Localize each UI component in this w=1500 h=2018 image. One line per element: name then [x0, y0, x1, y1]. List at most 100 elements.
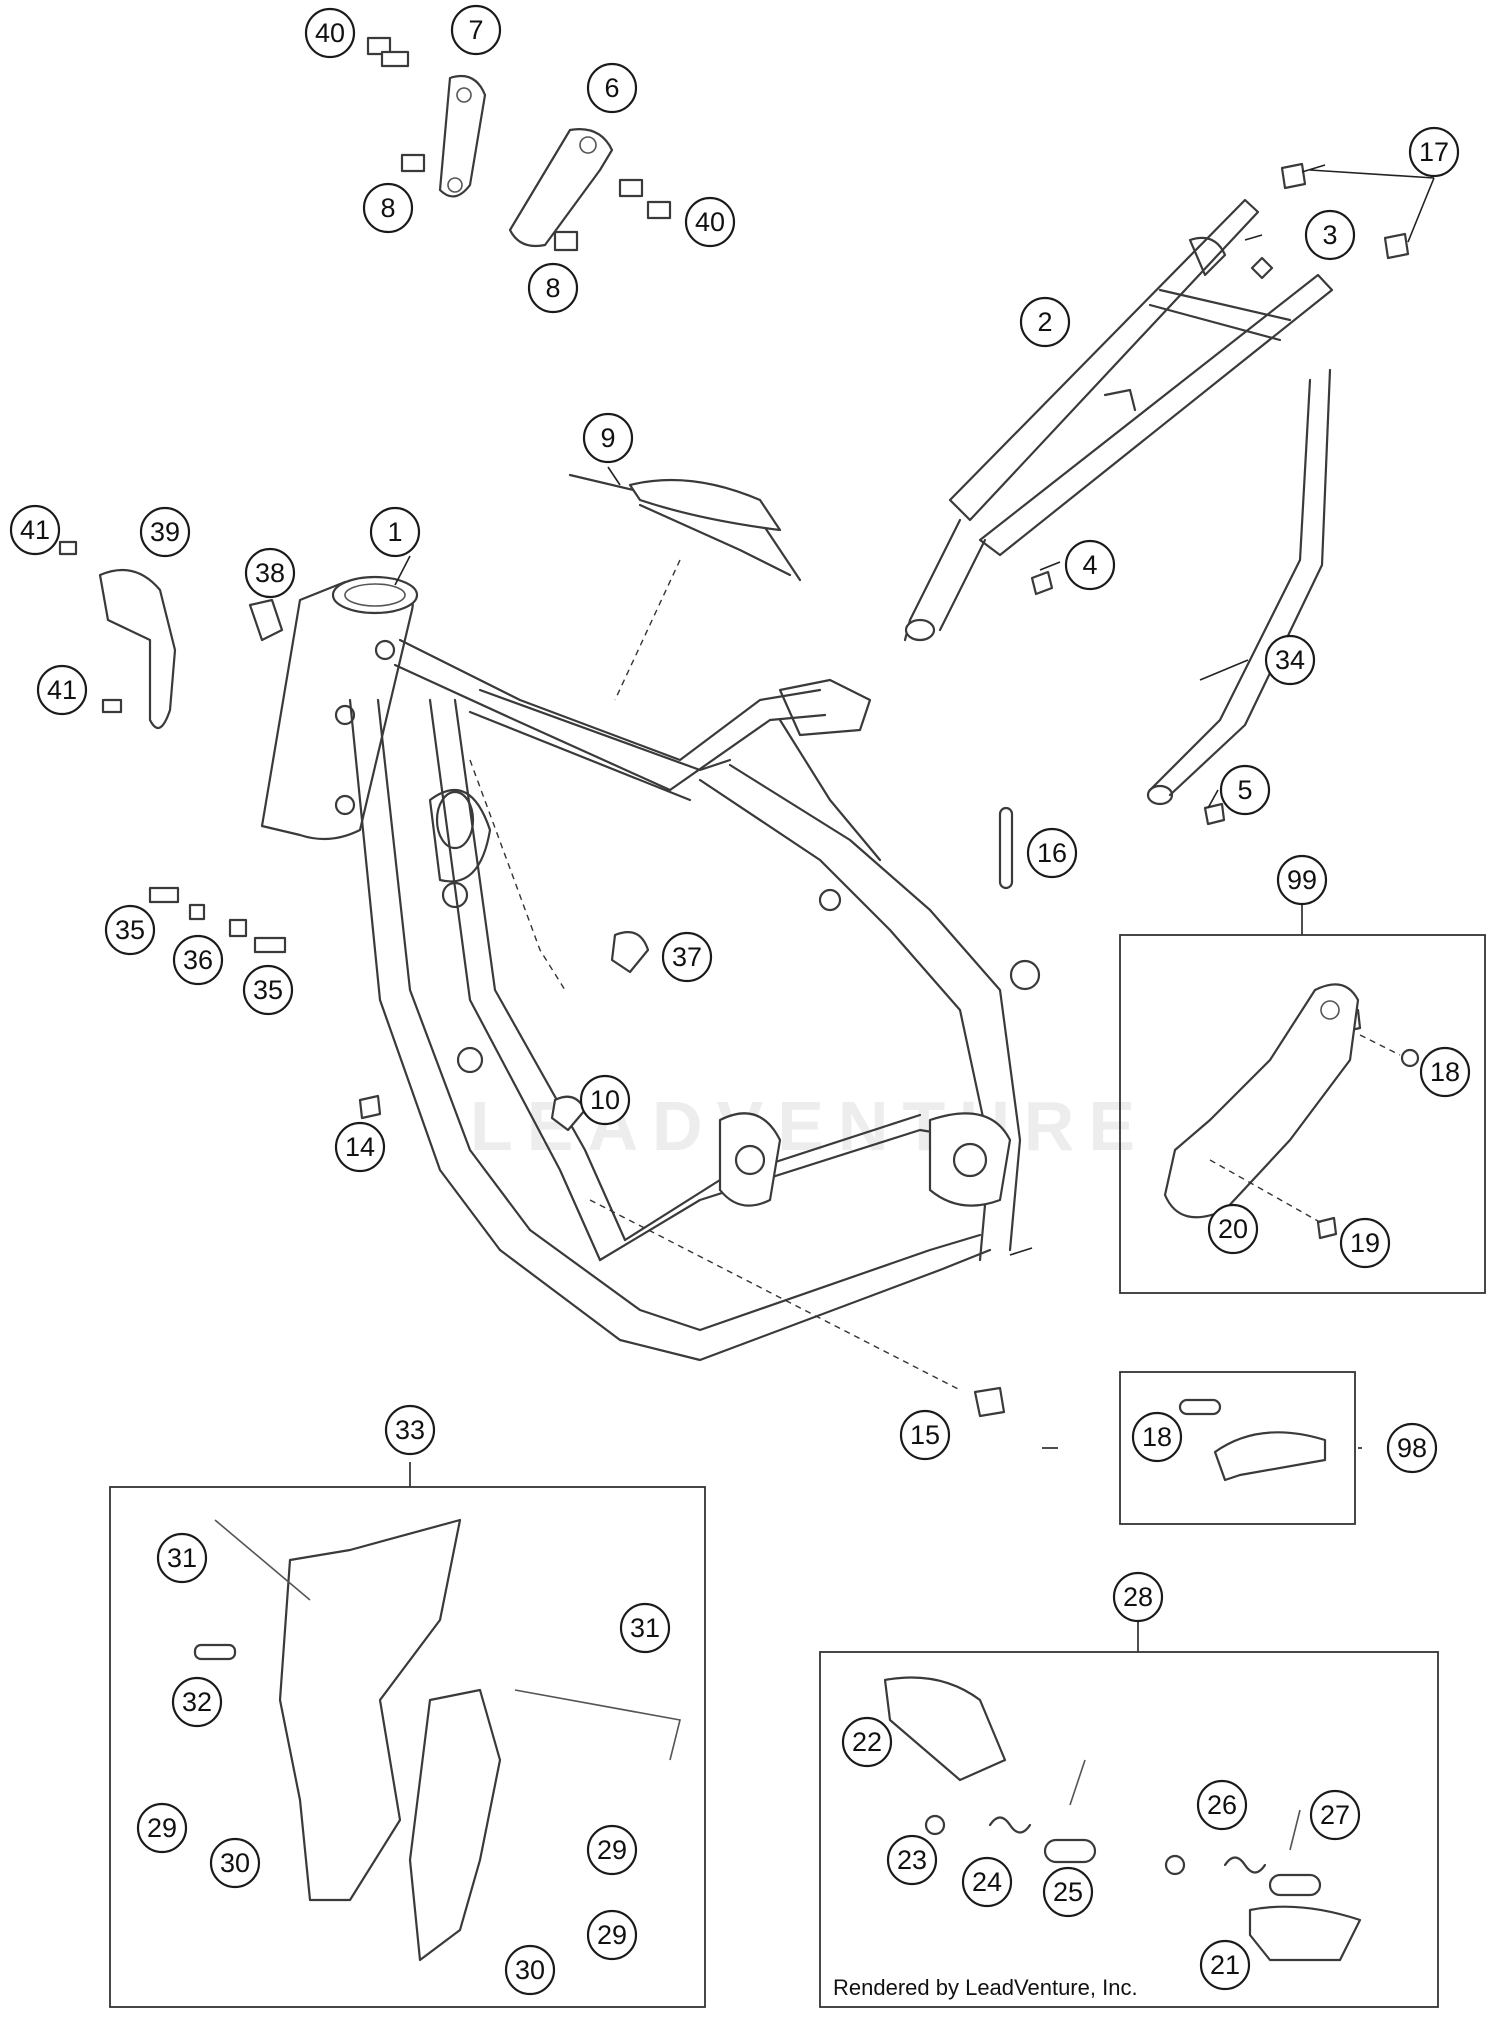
svg-text:7: 7	[468, 15, 483, 45]
callout-21: 21	[1199, 1939, 1251, 1991]
svg-text:26: 26	[1207, 1790, 1237, 1820]
callout-22: 22	[841, 1716, 893, 1768]
frame-guard-parts	[193, 1518, 681, 1962]
rear-subframe	[903, 198, 1334, 806]
callout-7: 7	[450, 4, 502, 56]
svg-text:27: 27	[1320, 1800, 1350, 1830]
callout-19: 19	[1339, 1217, 1391, 1269]
callout-31a: 31	[156, 1532, 208, 1584]
callout-20: 20	[1207, 1203, 1259, 1255]
callout-17: 17	[1408, 126, 1460, 178]
svg-text:1: 1	[387, 517, 402, 547]
main-frame	[260, 575, 1041, 1362]
svg-text:30: 30	[515, 1955, 545, 1985]
callout-32: 32	[171, 1676, 223, 1728]
svg-text:23: 23	[897, 1845, 927, 1875]
svg-text:4: 4	[1082, 550, 1097, 580]
svg-text:35: 35	[115, 915, 145, 945]
callout-35b: 35	[242, 964, 294, 1016]
callout-30b: 30	[504, 1944, 556, 1996]
svg-text:35: 35	[253, 975, 283, 1005]
side-stand-part	[1163, 983, 1420, 1226]
callout-26: 26	[1196, 1779, 1248, 1831]
callout-25: 25	[1042, 1866, 1094, 1918]
svg-text:33: 33	[395, 1415, 425, 1445]
svg-text:2: 2	[1037, 307, 1052, 337]
svg-text:6: 6	[604, 73, 619, 103]
svg-text:41: 41	[20, 515, 50, 545]
callout-6: 6	[586, 62, 638, 114]
svg-text:18: 18	[1142, 1422, 1172, 1452]
callout-39: 39	[139, 506, 191, 558]
svg-text:25: 25	[1053, 1877, 1083, 1907]
callout-98: 98	[1386, 1422, 1438, 1474]
callout-41b: 41	[36, 664, 88, 716]
callout-16: 16	[1026, 827, 1078, 879]
svg-text:18: 18	[1430, 1057, 1460, 1087]
svg-text:36: 36	[183, 945, 213, 975]
callout-29a: 29	[136, 1802, 188, 1854]
callout-5: 5	[1219, 764, 1271, 816]
chain-guide-part	[568, 473, 802, 582]
svg-text:24: 24	[972, 1867, 1002, 1897]
svg-text:28: 28	[1123, 1582, 1153, 1612]
svg-text:37: 37	[672, 942, 702, 972]
callout-30a: 30	[209, 1837, 261, 1889]
callout-33: 33	[384, 1404, 436, 1456]
svg-text:34: 34	[1275, 645, 1305, 675]
svg-text:98: 98	[1397, 1433, 1427, 1463]
kit-33-box	[109, 1486, 706, 2008]
svg-text:19: 19	[1350, 1228, 1380, 1258]
svg-text:40: 40	[695, 207, 725, 237]
callout-40a: 40	[304, 7, 356, 59]
svg-text:15: 15	[910, 1420, 940, 1450]
svg-text:29: 29	[597, 1835, 627, 1865]
svg-text:20: 20	[1218, 1214, 1248, 1244]
footpeg-parts	[883, 1676, 1362, 1962]
svg-text:14: 14	[345, 1132, 375, 1162]
svg-text:29: 29	[597, 1920, 627, 1950]
svg-text:30: 30	[220, 1848, 250, 1878]
svg-text:9: 9	[600, 423, 615, 453]
svg-text:39: 39	[150, 517, 180, 547]
callout-23: 23	[886, 1834, 938, 1886]
callout-10: 10	[579, 1074, 631, 1126]
callout-27: 27	[1309, 1789, 1361, 1841]
svg-text:8: 8	[380, 193, 395, 223]
svg-text:8: 8	[545, 273, 560, 303]
callout-9: 9	[582, 412, 634, 464]
callout-28: 28	[1112, 1571, 1164, 1623]
callout-15: 15	[899, 1409, 951, 1461]
callout-38: 38	[244, 547, 296, 599]
callout-14: 14	[334, 1121, 386, 1173]
callout-3: 3	[1304, 209, 1356, 261]
callout-37: 37	[661, 931, 713, 983]
stand-foot-part	[1178, 1398, 1327, 1482]
svg-text:10: 10	[590, 1085, 620, 1115]
callout-18b: 18	[1131, 1411, 1183, 1463]
svg-text:3: 3	[1322, 220, 1337, 250]
kit-28-box	[819, 1651, 1439, 2008]
svg-text:31: 31	[630, 1613, 660, 1643]
callout-31b: 31	[619, 1602, 671, 1654]
svg-text:40: 40	[315, 18, 345, 48]
callout-36: 36	[172, 934, 224, 986]
svg-text:17: 17	[1419, 137, 1449, 167]
svg-text:5: 5	[1237, 775, 1252, 805]
bolt-parts	[58, 36, 1410, 1418]
callout-1: 1	[369, 506, 421, 558]
kit-99-box	[1119, 934, 1486, 1294]
svg-text:22: 22	[852, 1727, 882, 1757]
callout-29b: 29	[586, 1824, 638, 1876]
svg-text:38: 38	[255, 558, 285, 588]
svg-text:32: 32	[182, 1687, 212, 1717]
kit-98-box	[1119, 1371, 1356, 1525]
svg-text:41: 41	[47, 675, 77, 705]
callout-29c: 29	[586, 1909, 638, 1961]
svg-text:29: 29	[147, 1813, 177, 1843]
callout-8a: 8	[362, 182, 414, 234]
svg-text:31: 31	[167, 1543, 197, 1573]
callout-18a: 18	[1419, 1046, 1471, 1098]
callout-24: 24	[961, 1856, 1013, 1908]
